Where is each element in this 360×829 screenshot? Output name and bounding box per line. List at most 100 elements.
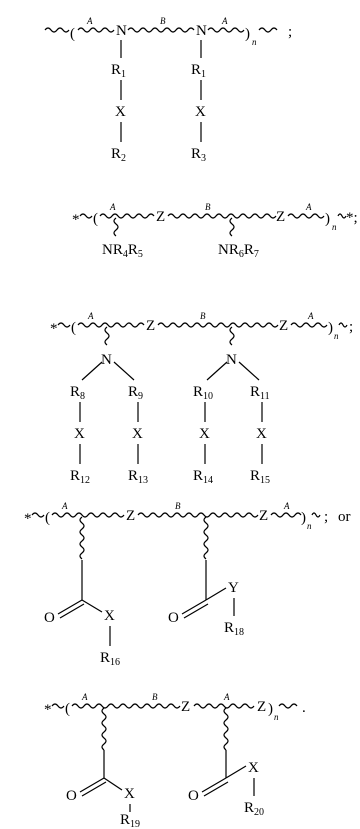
chain-atom: R16 [100,650,120,668]
repeat-index: n [332,222,337,232]
chain-atom: R20 [244,800,264,818]
open-paren: ( [70,26,75,42]
z-node: Z [146,318,155,334]
terminator: *; [346,210,358,226]
wavy-bond [113,217,119,237]
chain-atom: X [195,104,206,120]
wavy-bond [44,27,70,33]
chain-atom: R9 [128,384,143,402]
segment-label: A [86,16,93,26]
chain-atom: R15 [250,468,270,486]
chain-atom: R2 [111,146,126,164]
segment-label: B [152,692,158,702]
double-bond [183,603,209,619]
wavy-bond [167,213,277,219]
wavy-bond [57,322,71,328]
wavy-bond [51,512,125,518]
open-paren: ( [71,320,76,336]
nitrogen-node: N [116,23,127,39]
bond [238,361,260,381]
z-node: Z [259,508,268,524]
heteroatom: X [248,760,259,776]
wavy-bond [127,27,195,33]
segment-label: B [160,16,166,26]
wavy-bond [223,707,229,751]
terminator: . [302,700,306,716]
segment-label: B [205,202,211,212]
wavy-bond [77,322,145,328]
wavy-bond [311,512,321,518]
bond [81,599,103,613]
segment-label: A [221,16,228,26]
chain-atom: R10 [193,384,213,402]
wavy-bond [157,322,279,328]
wavy-bond [137,512,259,518]
chain-atom: R12 [70,468,90,486]
open-paren: ( [45,510,50,526]
bond [113,361,135,381]
z-node: Z [181,699,190,715]
double-bond [201,777,227,793]
bond [103,777,123,791]
wavy-bond [207,27,245,33]
end-asterisk: * [44,702,52,718]
heteroatom: X [124,786,135,802]
wavy-bond [287,213,325,219]
double-bond [79,777,105,793]
chain-atom: X [132,426,143,442]
structure-5: * ( A B Z A Z ) n . O X R19 O X R20 [44,692,306,829]
wavy-bond [104,326,110,346]
heteroatom: Y [228,580,239,596]
chain-atom: X [115,104,126,120]
amine-group: NR6R7 [218,242,259,260]
terminator: ; [349,319,353,335]
terminator: ; [324,509,328,525]
chain-atom: R19 [120,812,140,829]
wavy-bond [290,322,328,328]
amine-group: NR4R5 [102,242,143,260]
segment-label: A [87,311,94,321]
segment-label: A [109,202,116,212]
structure-2: * ( A Z B Z A ) n *; NR4R5 NR6R7 [72,202,358,260]
chain-atom: X [199,426,210,442]
chain-atom: R11 [250,384,270,402]
close-paren: ) [301,510,306,526]
z-node: Z [126,508,135,524]
wavy-bond [79,213,93,219]
chain-atom: X [256,426,267,442]
wavy-bond [31,512,45,518]
bond [81,361,103,381]
wavy-bond [51,703,65,709]
open-paren: ( [93,211,98,227]
segment-label: A [61,501,68,511]
bond [206,361,228,381]
structure-3: * ( A Z B Z A ) n ; N N R8 X R12 R9 X [50,311,353,486]
double-bond [203,781,229,797]
repeat-index: n [252,37,257,47]
wavy-bond [229,217,235,237]
wavy-bond [278,703,298,709]
nitrogen-node: N [226,352,237,368]
close-paren: ) [268,701,273,717]
z-node: Z [257,699,266,715]
z-node: Z [279,318,288,334]
close-paren: ) [328,320,333,336]
end-asterisk: * [50,321,58,337]
bond [205,587,227,601]
repeat-index: n [274,712,279,722]
bond [225,765,247,779]
wavy-bond [71,703,181,709]
wavy-bond [338,322,348,328]
segment-label: B [175,501,181,511]
segment-label: B [200,311,206,321]
wavy-bond [79,516,85,560]
nitrogen-node: N [196,23,207,39]
wavy-bond [99,213,155,219]
chain-atom: R1 [111,62,126,80]
z-node: Z [276,209,285,225]
wavy-bond [77,27,115,33]
close-paren: ) [245,26,250,42]
segment-label: A [307,311,314,321]
repeat-index: n [334,331,339,341]
